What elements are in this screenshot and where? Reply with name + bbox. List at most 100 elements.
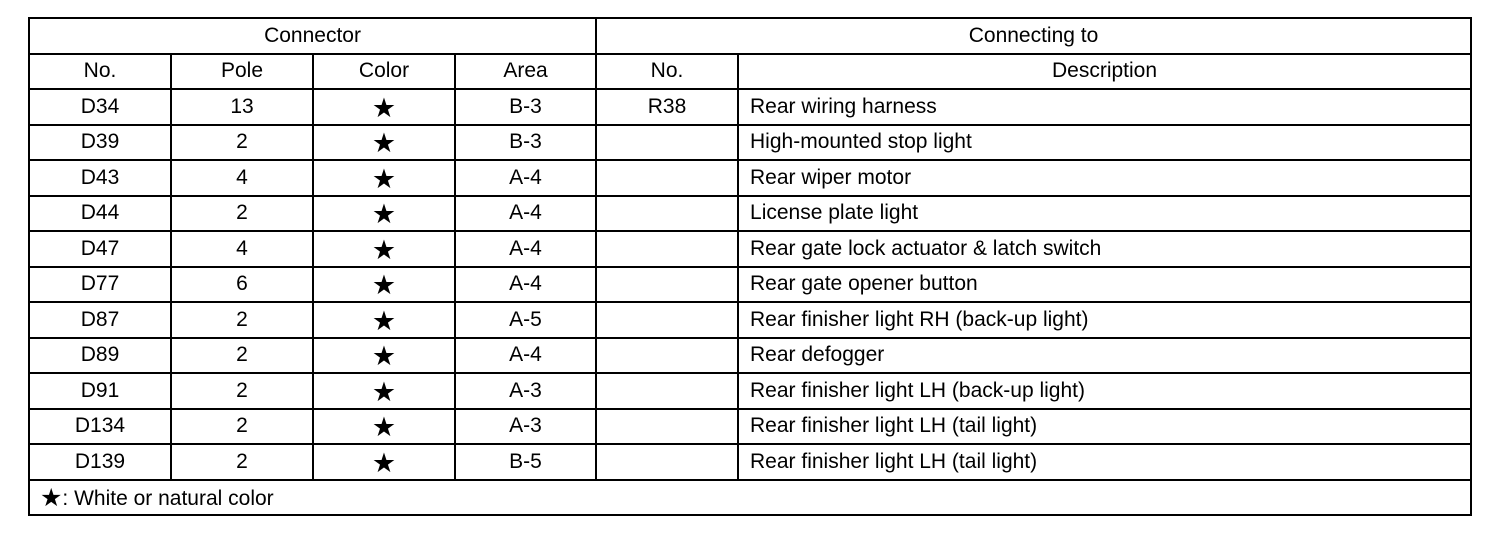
cell-connecting-no bbox=[595, 407, 740, 445]
group-header-row: Connector Connecting to bbox=[27, 17, 1473, 55]
cell-area: A-5 bbox=[453, 301, 598, 339]
cell-color: ★ bbox=[312, 336, 456, 374]
col-header-area: Area bbox=[453, 52, 598, 90]
star-icon: ★ bbox=[371, 447, 397, 478]
cell-color: ★ bbox=[312, 372, 456, 410]
col-header-pole: Pole bbox=[170, 52, 314, 90]
cell-pole: 2 bbox=[170, 372, 314, 410]
star-icon: ★ bbox=[371, 412, 397, 443]
connector-table: Connector Connecting to No. Pole Color A… bbox=[27, 17, 1473, 516]
star-icon: ★ bbox=[371, 92, 397, 123]
cell-pole: 2 bbox=[170, 407, 314, 445]
cell-description: High-mounted stop light bbox=[737, 123, 1473, 161]
star-icon: ★ bbox=[371, 163, 397, 194]
star-icon: ★ bbox=[371, 270, 397, 301]
cell-description: Rear wiring harness bbox=[737, 88, 1473, 126]
cell-pole: 4 bbox=[170, 230, 314, 268]
cell-no: D47 bbox=[28, 230, 172, 268]
star-icon: ★ bbox=[371, 305, 397, 336]
cell-description: Rear gate opener button bbox=[737, 265, 1473, 303]
cell-description: Rear finisher light RH (back-up light) bbox=[737, 301, 1473, 339]
col-header-connecting-no: No. bbox=[595, 52, 740, 90]
cell-pole: 13 bbox=[170, 88, 314, 126]
cell-color: ★ bbox=[312, 159, 456, 197]
cell-description: Rear finisher light LH (back-up light) bbox=[737, 372, 1473, 410]
cell-connecting-no bbox=[595, 443, 740, 481]
column-header-row: No. Pole Color Area No. Description bbox=[28, 52, 1473, 90]
star-icon: ★ bbox=[371, 128, 397, 159]
cell-pole: 2 bbox=[170, 443, 314, 481]
cell-pole: 4 bbox=[170, 159, 314, 197]
cell-pole: 2 bbox=[170, 336, 314, 374]
col-header-color: Color bbox=[312, 52, 456, 90]
cell-area: A-4 bbox=[453, 230, 598, 268]
cell-connecting-no bbox=[595, 123, 740, 161]
cell-no: D34 bbox=[28, 88, 172, 126]
cell-no: D91 bbox=[28, 372, 172, 410]
cell-connecting-no bbox=[595, 301, 740, 339]
cell-color: ★ bbox=[312, 230, 456, 268]
cell-connecting-no bbox=[595, 159, 740, 197]
cell-color: ★ bbox=[312, 194, 456, 232]
cell-connecting-no bbox=[595, 372, 740, 410]
cell-area: B-5 bbox=[453, 443, 598, 481]
star-icon: ★ bbox=[371, 234, 397, 265]
cell-description: License plate light bbox=[737, 194, 1473, 232]
cell-no: D89 bbox=[28, 336, 172, 374]
cell-no: D87 bbox=[28, 301, 172, 339]
cell-pole: 2 bbox=[170, 194, 314, 232]
cell-area: A-4 bbox=[453, 265, 598, 303]
star-icon: ★ bbox=[371, 376, 397, 407]
cell-connecting-no bbox=[595, 336, 740, 374]
cell-color: ★ bbox=[312, 301, 456, 339]
cell-no: D139 bbox=[28, 443, 172, 481]
footnote-text: : White or natural color bbox=[62, 487, 274, 511]
footnote-row: ★: White or natural color bbox=[27, 478, 1473, 516]
cell-no: D43 bbox=[28, 159, 172, 197]
star-icon: ★ bbox=[371, 341, 397, 372]
cell-area: A-4 bbox=[453, 194, 598, 232]
cell-no: D134 bbox=[28, 407, 172, 445]
cell-description: Rear gate lock actuator & latch switch bbox=[737, 230, 1473, 268]
cell-no: D39 bbox=[28, 123, 172, 161]
cell-description: Rear finisher light LH (tail light) bbox=[737, 443, 1473, 481]
connector-group-header: Connector bbox=[27, 17, 598, 55]
cell-description: Rear finisher light LH (tail light) bbox=[737, 407, 1473, 445]
cell-pole: 2 bbox=[170, 301, 314, 339]
cell-area: A-4 bbox=[453, 159, 598, 197]
cell-area: A-3 bbox=[453, 407, 598, 445]
cell-connecting-no bbox=[595, 230, 740, 268]
cell-color: ★ bbox=[312, 407, 456, 445]
cell-area: A-4 bbox=[453, 336, 598, 374]
cell-area: B-3 bbox=[453, 123, 598, 161]
col-header-description: Description bbox=[737, 52, 1473, 90]
star-icon: ★ bbox=[371, 199, 397, 230]
cell-connecting-no: R38 bbox=[595, 88, 740, 126]
cell-description: Rear wiper motor bbox=[737, 159, 1473, 197]
cell-area: A-3 bbox=[453, 372, 598, 410]
cell-pole: 6 bbox=[170, 265, 314, 303]
cell-connecting-no bbox=[595, 265, 740, 303]
cell-connecting-no bbox=[595, 194, 740, 232]
cell-no: D44 bbox=[28, 194, 172, 232]
cell-description: Rear defogger bbox=[737, 336, 1473, 374]
cell-pole: 2 bbox=[170, 123, 314, 161]
cell-no: D77 bbox=[28, 265, 172, 303]
cell-color: ★ bbox=[312, 443, 456, 481]
cell-color: ★ bbox=[312, 88, 456, 126]
cell-color: ★ bbox=[312, 123, 456, 161]
cell-area: B-3 bbox=[453, 88, 598, 126]
cell-color: ★ bbox=[312, 265, 456, 303]
